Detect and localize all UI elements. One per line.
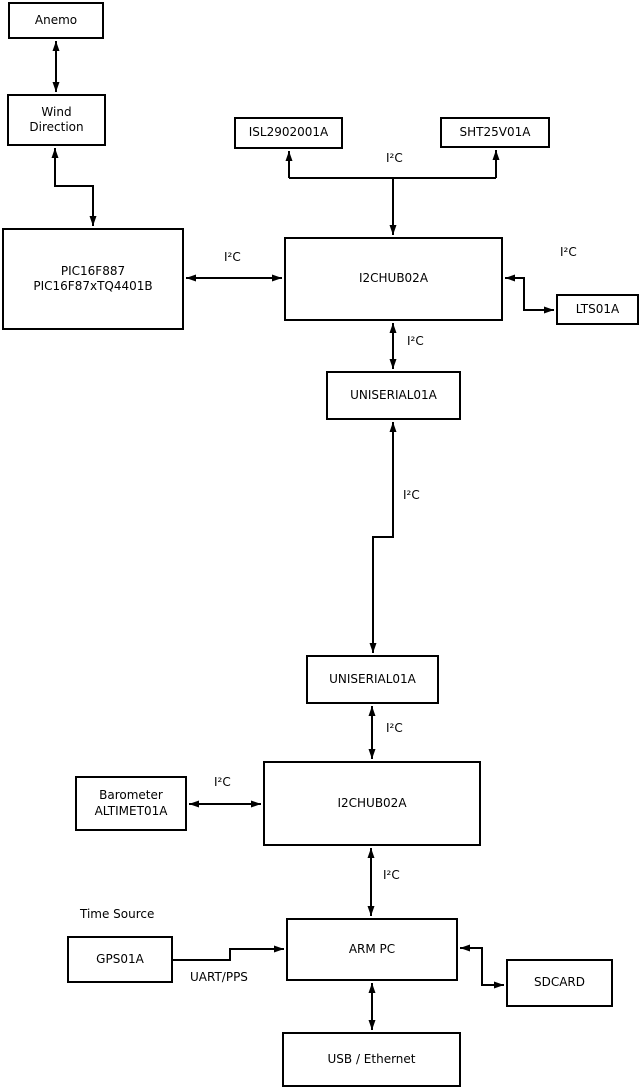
bus-label-i2c-pic-hub: I²C: [224, 250, 241, 264]
node-uniserial-bottom: UNISERIAL01A: [306, 655, 439, 704]
node-i2c-hub-bottom: I2CHUB02A: [263, 761, 481, 846]
node-gps01a: GPS01A: [67, 936, 173, 983]
bus-label-i2c-uniserial-hub2: I²C: [386, 721, 403, 735]
bus-label-i2c-hub-sensors: I²C: [386, 151, 403, 165]
node-lts01a: LTS01A: [556, 294, 639, 325]
caption-time-source: Time Source: [80, 907, 155, 921]
node-sht25v01a: SHT25V01A: [440, 117, 550, 148]
node-i2c-hub-top: I2CHUB02A: [284, 237, 503, 321]
bus-label-i2c-uniserial-link: I²C: [403, 488, 420, 502]
bus-label-uart-pps: UART/PPS: [190, 970, 248, 984]
node-usb-ethernet: USB / Ethernet: [282, 1032, 461, 1087]
bus-label-i2c-hub2-armpc: I²C: [383, 868, 400, 882]
connector-hub1-lts: [505, 274, 554, 314]
node-wind-direction: Wind Direction: [7, 94, 106, 146]
node-anemometer: Anemo: [8, 2, 104, 39]
bus-label-i2c-hub-uniserial: I²C: [407, 334, 424, 348]
connector-armpc-sdcard: [460, 944, 504, 989]
node-pic-controller: PIC16F887 PIC16F87xTQ4401B: [2, 228, 184, 330]
bus-label-i2c-barometer-hub2: I²C: [214, 775, 231, 789]
connector-wind-pic: [51, 148, 97, 226]
node-isl2902001a: ISL2902001A: [234, 117, 343, 149]
bus-label-i2c-hub-lts: I²C: [560, 245, 577, 259]
node-barometer: Barometer ALTIMET01A: [75, 776, 187, 831]
connector-uniserial1-uniserial2: [369, 422, 397, 653]
node-arm-pc: ARM PC: [286, 918, 458, 981]
node-sdcard: SDCARD: [506, 959, 613, 1007]
node-uniserial-top: UNISERIAL01A: [326, 371, 461, 420]
connector-gps-armpc: [173, 945, 284, 961]
